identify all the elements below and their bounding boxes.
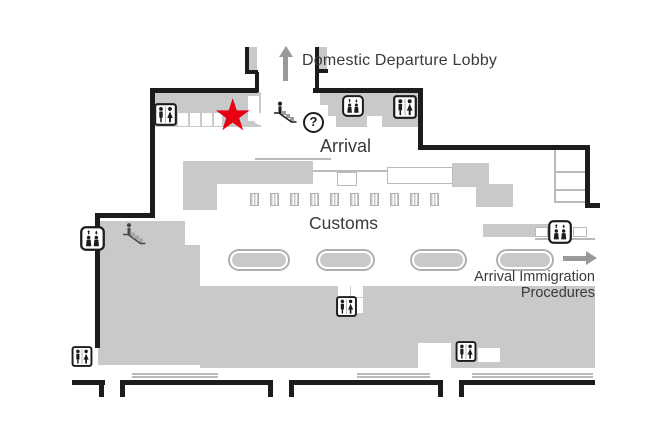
up-arrow-shaft xyxy=(283,56,288,81)
label-arrival-immigration-procedures: Arrival Immigration Procedures xyxy=(420,269,595,302)
cutout-bottom-right-strip xyxy=(478,348,500,362)
up-arrow-icon xyxy=(279,46,293,57)
baggage-belt xyxy=(230,251,288,269)
label-arrival: Arrival xyxy=(320,136,372,156)
escalator-icon xyxy=(271,99,299,124)
right-arrow-shaft xyxy=(563,256,587,261)
right-arrow-icon xyxy=(586,251,597,265)
label-arrival-immigration-line2: Procedures xyxy=(520,284,595,301)
wall-segment xyxy=(245,47,249,73)
room-divider-vertical xyxy=(554,150,556,203)
gate-post xyxy=(438,380,443,397)
toilet-icon xyxy=(71,346,93,367)
kiosk-box-right-of-elevator xyxy=(573,227,587,237)
gate-post xyxy=(120,380,125,397)
customs-gate xyxy=(410,193,419,206)
elevator-icon xyxy=(548,220,572,244)
detail-line xyxy=(255,158,331,160)
toilet-icon xyxy=(154,103,177,126)
gate-wall xyxy=(289,380,443,385)
room-divider xyxy=(554,189,588,191)
gate-wall xyxy=(459,380,595,385)
toilet-icon xyxy=(336,296,357,317)
gate-wall xyxy=(72,380,105,385)
floor-mid-counter-left-lower xyxy=(183,184,217,210)
toilet-icon xyxy=(455,341,477,362)
wall-segment xyxy=(95,213,155,218)
customs-gate xyxy=(430,193,439,206)
gate-post xyxy=(289,380,294,397)
floor-right-elevator-band xyxy=(483,224,549,237)
floor-band-top-right-2 xyxy=(328,105,420,116)
wall-segment xyxy=(245,70,258,74)
ramp-line xyxy=(472,373,593,375)
floor-main-left xyxy=(98,245,200,365)
counter xyxy=(190,113,200,126)
cutout-bottom-notch xyxy=(418,343,451,368)
wall-segment xyxy=(150,88,155,218)
floor-corridor-left-strip xyxy=(249,47,257,72)
customs-gate xyxy=(390,193,399,206)
wall-segment xyxy=(585,203,600,208)
ramp-line xyxy=(472,376,593,378)
ramp-line xyxy=(357,376,430,378)
gate-post xyxy=(99,380,104,397)
cutout-toilet-cluster-1 xyxy=(338,284,350,297)
floor-mid-block-a xyxy=(452,163,489,187)
mid-outlined-counter xyxy=(387,167,453,184)
wall-segment xyxy=(418,145,590,150)
customs-gate xyxy=(330,193,339,206)
label-arrival-immigration-line1: Arrival Immigration xyxy=(474,269,595,285)
gate-post xyxy=(459,380,464,397)
floor-mid-counter-left xyxy=(183,161,313,184)
wall-segment xyxy=(255,72,259,92)
ramp-line xyxy=(357,373,430,375)
room-divider xyxy=(554,171,588,173)
label-customs: Customs xyxy=(309,213,379,233)
wall-segment xyxy=(585,145,590,208)
cutout-top-right-notch xyxy=(367,116,382,127)
toilet-icon xyxy=(393,95,417,119)
counter xyxy=(202,113,212,126)
cutout-hook-horizontal xyxy=(253,113,268,125)
information-icon: ? xyxy=(303,112,324,133)
floor-main-hall xyxy=(200,286,595,368)
gate-post xyxy=(268,380,273,397)
counter xyxy=(214,113,222,126)
escalator-icon xyxy=(119,221,149,245)
elevator-icon xyxy=(80,225,105,252)
elevator-icon xyxy=(342,95,364,117)
room-divider xyxy=(554,201,588,203)
customs-gate xyxy=(370,193,379,206)
cutout-hook-vertical xyxy=(248,96,259,121)
ramp-line xyxy=(132,376,218,378)
kiosk-box-left-of-elevator xyxy=(535,227,548,237)
customs-gate xyxy=(350,193,359,206)
detail-line xyxy=(313,170,387,172)
floor-corridor-right-strip xyxy=(319,47,327,70)
wall-segment xyxy=(315,69,328,73)
baggage-belt xyxy=(498,251,552,269)
customs-gate xyxy=(250,193,259,206)
counter xyxy=(178,113,188,126)
wall-segment xyxy=(418,88,423,150)
customs-gate xyxy=(290,193,299,206)
ramp-line xyxy=(132,373,218,375)
floor-mid-block-b xyxy=(476,184,513,207)
current-location-star: ★ xyxy=(213,91,253,140)
baggage-belt xyxy=(318,251,373,269)
customs-gate xyxy=(310,193,319,206)
mid-small-box xyxy=(337,172,357,186)
wall-segment xyxy=(313,88,423,93)
cutout-toilet-cluster-2 xyxy=(351,284,363,297)
label-domestic-departure-lobby: Domestic Departure Lobby xyxy=(302,52,498,69)
wall-segment xyxy=(150,88,258,93)
customs-gate xyxy=(270,193,279,206)
wall-segment xyxy=(95,213,100,348)
gate-wall xyxy=(120,380,273,385)
baggage-belt xyxy=(412,251,465,269)
